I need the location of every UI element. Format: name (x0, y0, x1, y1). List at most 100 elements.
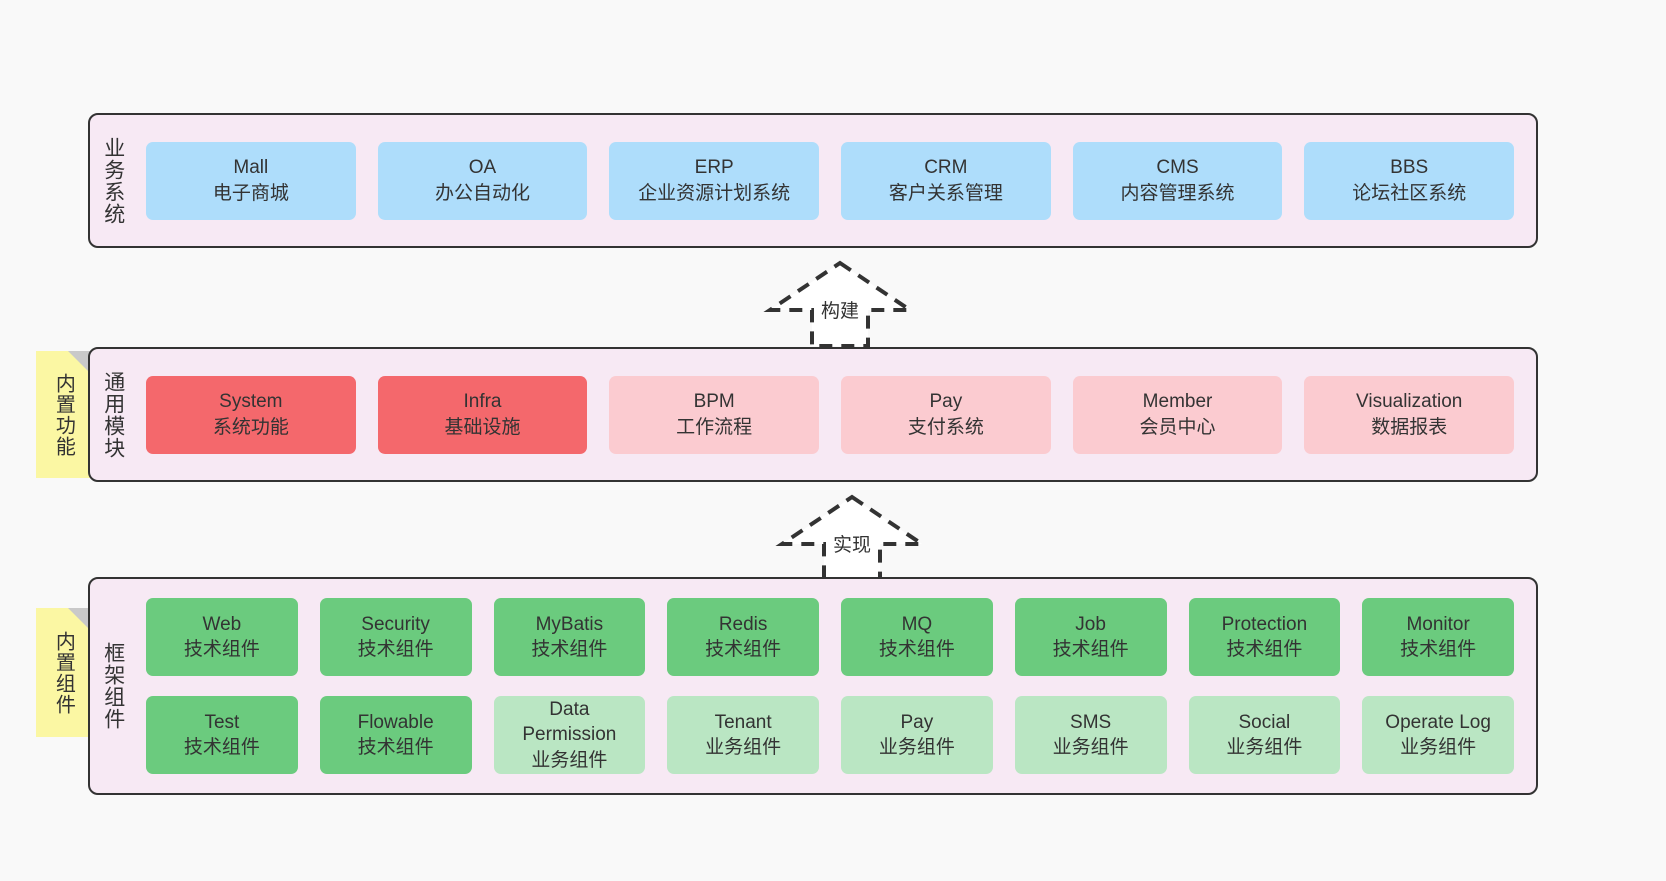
card-visualization[interactable]: Visualization 数据报表 (1304, 375, 1515, 454)
card-subtitle: 客户关系管理 (888, 182, 1003, 204)
card-security[interactable]: Security 技术组件 (319, 598, 472, 676)
card-title: BBS (1390, 157, 1429, 179)
card-subtitle: 办公自动化 (435, 182, 531, 204)
arrow-build: 构建 (750, 258, 930, 350)
layer-business-system: 业务系统 Mall 电子商城 OA 办公自动化 ERP 企业资源计划系统 CRM (88, 113, 1538, 248)
card-row: Web 技术组件 Security 技术组件 MyBatis 技术组件 Redi… (146, 598, 1514, 676)
card-title: Visualization (1356, 391, 1463, 413)
card-title: Redis (718, 613, 768, 635)
sticky-note-label: 内置组件 (52, 630, 75, 715)
card-title: CMS (1156, 157, 1199, 179)
card-title: Flowable (357, 711, 434, 733)
arrow-implement-icon (775, 494, 929, 582)
card-subtitle: 论坛社区系统 (1352, 182, 1467, 204)
card-title: BPM (693, 391, 735, 413)
card-title-line2: Permission (522, 724, 617, 746)
card-title: MQ (901, 613, 933, 635)
card-title: SMS (1070, 711, 1112, 733)
card-monitor[interactable]: Monitor 技术组件 (1362, 598, 1514, 676)
card-erp[interactable]: ERP 企业资源计划系统 (609, 141, 820, 220)
card-data-permission[interactable]: Data Permission 业务组件 (493, 696, 646, 774)
card-subtitle: 技术组件 (1052, 639, 1129, 660)
card-title: ERP (694, 157, 734, 179)
card-subtitle: 电子商城 (212, 182, 289, 204)
card-mybatis[interactable]: MyBatis 技术组件 (493, 598, 646, 676)
arrow-implement: 实现 (762, 492, 942, 584)
card-row: Mall 电子商城 OA 办公自动化 ERP 企业资源计划系统 CRM 客户关系… (146, 141, 1515, 220)
card-title: Data (549, 699, 590, 721)
card-title: CRM (924, 157, 968, 179)
card-subtitle: 技术组件 (1400, 639, 1477, 660)
card-job[interactable]: Job 技术组件 (1014, 598, 1167, 676)
layer-label-framework-component: 框架组件 (101, 642, 125, 730)
card-protection[interactable]: Protection 技术组件 (1188, 598, 1341, 676)
card-subtitle: 业务组件 (531, 749, 608, 771)
card-system[interactable]: System 系统功能 (146, 375, 356, 454)
card-mq[interactable]: MQ 技术组件 (841, 598, 993, 676)
card-title: Infra (463, 391, 502, 413)
card-subtitle: 业务组件 (878, 737, 955, 758)
card-title: System (219, 391, 283, 413)
layer-body-common-module: System 系统功能 Infra 基础设施 BPM 工作流程 Pay 支付系统… (136, 349, 1536, 480)
card-title: Member (1142, 391, 1213, 413)
card-pay-business[interactable]: Pay 业务组件 (841, 696, 993, 774)
card-title: Tenant (714, 711, 772, 733)
card-subtitle: 业务组件 (1400, 737, 1477, 758)
card-title: Test (204, 711, 240, 733)
card-title: Monitor (1406, 613, 1470, 635)
sticky-note-builtin-component: 内置组件 (36, 608, 90, 737)
card-title: Pay (929, 391, 963, 413)
card-bbs[interactable]: BBS 论坛社区系统 (1304, 141, 1515, 220)
sticky-note-builtin-function: 内置功能 (36, 351, 90, 478)
card-title: Social (1238, 711, 1291, 733)
card-title: Operate Log (1385, 711, 1491, 733)
card-subtitle: 技术组件 (357, 737, 434, 758)
page-fold-icon (68, 608, 90, 630)
card-subtitle: 技术组件 (531, 639, 608, 660)
card-infra[interactable]: Infra 基础设施 (377, 375, 588, 454)
card-crm[interactable]: CRM 客户关系管理 (841, 141, 1051, 220)
card-title: Job (1075, 613, 1106, 635)
card-subtitle: 数据报表 (1371, 416, 1448, 438)
layer-label-common-module: 通用模块 (101, 370, 125, 459)
card-subtitle: 技术组件 (183, 737, 260, 758)
card-subtitle: 业务组件 (705, 737, 782, 758)
card-subtitle: 技术组件 (878, 639, 955, 660)
card-oa[interactable]: OA 办公自动化 (377, 141, 588, 220)
card-title: OA (468, 157, 497, 179)
card-title: Protection (1221, 613, 1308, 635)
card-subtitle: 系统功能 (212, 416, 289, 438)
card-subtitle: 业务组件 (1052, 737, 1129, 758)
card-subtitle: 技术组件 (1226, 639, 1303, 660)
card-title: Pay (900, 711, 934, 733)
card-test[interactable]: Test 技术组件 (146, 696, 298, 774)
card-flowable[interactable]: Flowable 技术组件 (319, 696, 472, 774)
card-title: Mall (233, 157, 269, 179)
layer-label-business-system: 业务系统 (101, 136, 125, 225)
card-bpm[interactable]: BPM 工作流程 (609, 375, 820, 454)
card-redis[interactable]: Redis 技术组件 (667, 598, 819, 676)
card-row: Test 技术组件 Flowable 技术组件 Data Permission … (146, 696, 1514, 774)
card-cms[interactable]: CMS 内容管理系统 (1072, 141, 1283, 220)
card-operate-log[interactable]: Operate Log 业务组件 (1362, 696, 1514, 774)
card-title: Security (361, 613, 430, 635)
card-row: System 系统功能 Infra 基础设施 BPM 工作流程 Pay 支付系统… (146, 375, 1515, 454)
layer-framework-component: 框架组件 Web 技术组件 Security 技术组件 MyBatis 技术组件… (88, 577, 1538, 795)
card-web[interactable]: Web 技术组件 (146, 598, 298, 676)
card-subtitle: 技术组件 (705, 639, 782, 660)
card-member[interactable]: Member 会员中心 (1072, 375, 1283, 454)
card-subtitle: 业务组件 (1226, 737, 1303, 758)
card-pay[interactable]: Pay 支付系统 (841, 375, 1051, 454)
card-subtitle: 支付系统 (907, 416, 984, 438)
card-subtitle: 技术组件 (357, 639, 434, 660)
card-subtitle: 基础设施 (444, 416, 521, 438)
card-tenant[interactable]: Tenant 业务组件 (667, 696, 819, 774)
card-social[interactable]: Social 业务组件 (1188, 696, 1341, 774)
card-sms[interactable]: SMS 业务组件 (1014, 696, 1167, 774)
layer-common-module: 通用模块 System 系统功能 Infra 基础设施 BPM 工作流程 Pay (88, 347, 1538, 482)
arrow-build-icon (763, 260, 917, 348)
sticky-note-label: 内置功能 (52, 372, 75, 457)
card-subtitle: 工作流程 (676, 416, 753, 438)
card-mall[interactable]: Mall 电子商城 (146, 141, 356, 220)
